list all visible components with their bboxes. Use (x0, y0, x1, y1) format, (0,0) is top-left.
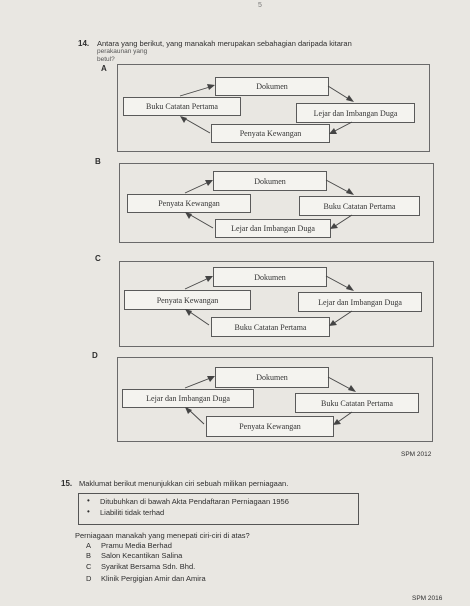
q15-bullet-1-symbol: • (87, 496, 90, 505)
q14-b-bottom-box: Lejar dan Imbangan Duga (215, 219, 331, 238)
q15-choice-d-text: Klinik Pergigian Amir dan Amira (101, 574, 206, 583)
q15-choice-b-letter[interactable]: B (86, 551, 92, 560)
q15-bullet-2: Liabiliti tidak terhad (100, 508, 165, 517)
q14-a-bottom-box: Penyata Kewangan (211, 124, 330, 143)
q14-c-right-box: Lejar dan Imbangan Duga (298, 292, 422, 312)
q15-choice-d-letter[interactable]: D (86, 574, 92, 583)
q15-bullet-2-symbol: • (87, 507, 90, 516)
q15-source: SPM 2016 (412, 595, 443, 602)
page-mark: 5 (258, 2, 262, 9)
q15-question: Perniagaan manakah yang menepati ciri-ci… (75, 531, 250, 540)
q15-stem: Maklumat berikut menunjukkan ciri sebuah… (79, 479, 289, 488)
q15-info-box (78, 493, 359, 525)
q14-option-d-letter[interactable]: D (92, 351, 98, 360)
q14-option-b-frame (119, 163, 434, 243)
q14-b-top-box: Dokumen (213, 171, 327, 191)
q14-c-left-box: Penyata Kewangan (124, 290, 251, 310)
q14-option-c-letter[interactable]: C (95, 254, 101, 263)
q14-c-bottom-box: Buku Catatan Pertama (211, 317, 330, 337)
q14-stem-line1: Antara yang berikut, yang manakah merupa… (97, 39, 352, 48)
q14-source: SPM 2012 (401, 451, 432, 458)
q15-choice-c-letter[interactable]: C (86, 562, 92, 571)
q14-stem-line3: betul? (97, 56, 115, 63)
q14-option-c-frame (119, 261, 434, 347)
q14-a-right-box: Lejar dan Imbangan Duga (296, 103, 415, 123)
q14-d-top-box: Dokumen (215, 367, 329, 388)
q14-a-top-box: Dokumen (215, 77, 329, 96)
q14-d-right-box: Buku Catatan Pertama (295, 393, 419, 413)
q15-choice-a-text: Pramu Media Berhad (101, 541, 172, 550)
q14-c-top-box: Dokumen (213, 267, 327, 287)
q15-choice-a-letter[interactable]: A (86, 541, 92, 550)
q14-d-left-box: Lejar dan Imbangan Duga (122, 389, 254, 408)
q14-d-bottom-box: Penyata Kewangan (206, 416, 334, 437)
q15-bullet-1: Ditubuhkan di bawah Akta Pendaftaran Per… (100, 497, 289, 506)
q14-stem-line2: perakaunan yang (97, 48, 148, 55)
q14-option-a-letter[interactable]: A (101, 64, 107, 73)
q14-option-d-frame (117, 357, 433, 442)
q15-choice-b-text: Salon Kecantikan Salina (101, 551, 183, 560)
q15-number: 15. (61, 479, 73, 488)
q14-option-a-frame (117, 64, 430, 152)
q14-option-b-letter[interactable]: B (95, 157, 101, 166)
q14-b-left-box: Penyata Kewangan (127, 194, 251, 213)
q15-choice-c-text: Syarikat Bersama Sdn. Bhd. (101, 562, 196, 571)
q14-a-left-box: Buku Catatan Pertama (123, 97, 241, 116)
q14-b-right-box: Buku Catatan Pertama (299, 196, 420, 216)
q14-number: 14. (78, 39, 90, 48)
